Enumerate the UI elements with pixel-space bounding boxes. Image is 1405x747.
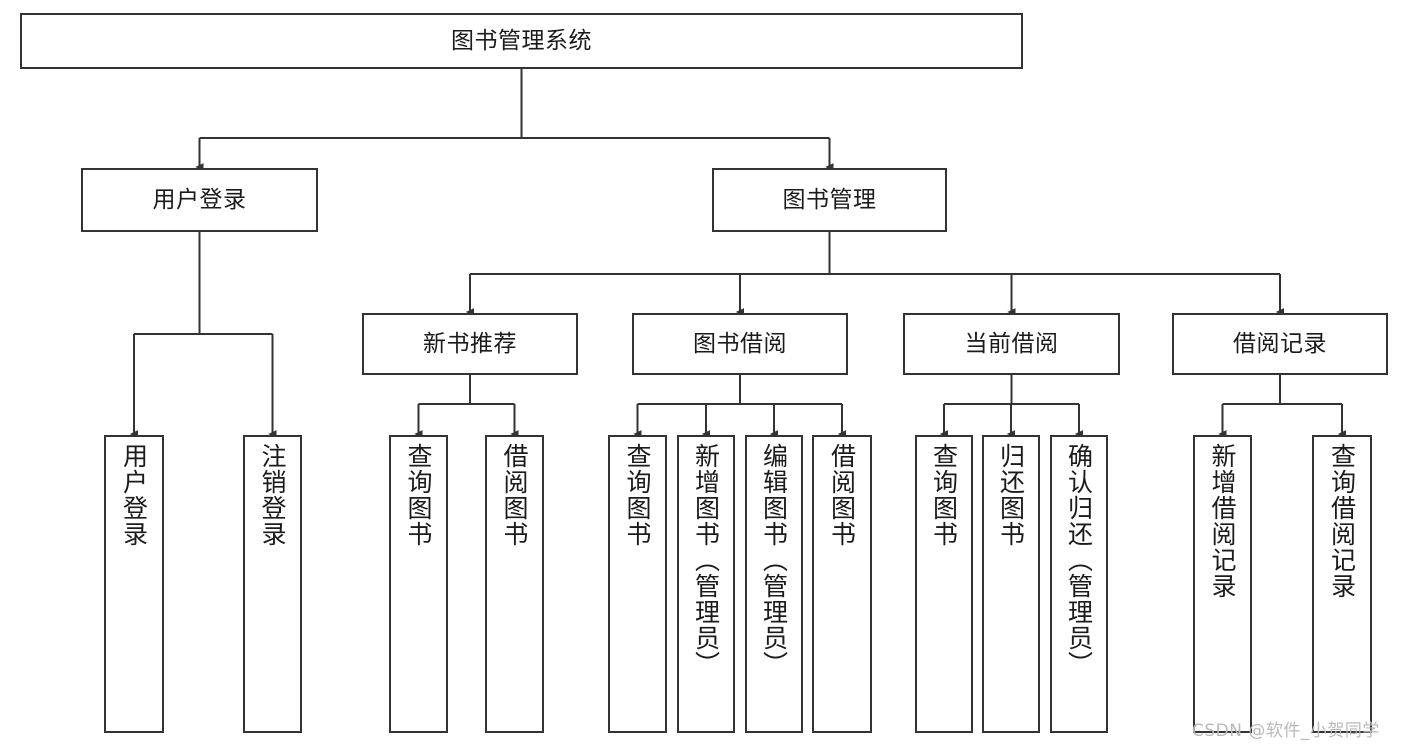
node-records[interactable]: 借阅记录 — [1172, 313, 1388, 375]
node-label: 借阅记录 — [1233, 330, 1327, 357]
node-leaf-logout[interactable]: 注销登录 — [243, 435, 302, 733]
node-login[interactable]: 用户登录 — [81, 168, 318, 232]
node-leaf-confirm-return[interactable]: 确认归还（管理员） — [1050, 435, 1108, 733]
node-label: 新增借阅记录 — [1208, 443, 1237, 599]
node-leaf-query-book-1[interactable]: 查询图书 — [389, 435, 448, 733]
node-label: 用户登录 — [152, 186, 247, 213]
node-label: 编辑图书（管理员） — [759, 443, 789, 677]
node-label: 查询借阅记录 — [1327, 443, 1357, 599]
node-label: 注销登录 — [258, 443, 287, 547]
node-newbook[interactable]: 新书推荐 — [362, 313, 578, 375]
node-leaf-user-login[interactable]: 用户登录 — [104, 435, 164, 733]
node-label: 查询图书 — [929, 443, 959, 547]
node-leaf-add-book[interactable]: 新增图书（管理员） — [677, 435, 735, 733]
node-current[interactable]: 当前借阅 — [903, 313, 1120, 375]
connector-lines — [129, 69, 1347, 438]
node-label: 图书借阅 — [693, 330, 787, 357]
node-label: 查询图书 — [623, 443, 652, 547]
node-label: 图书管理系统 — [451, 27, 592, 54]
node-leaf-query-record[interactable]: 查询借阅记录 — [1312, 435, 1372, 733]
node-label: 确认归还（管理员） — [1064, 443, 1094, 677]
node-leaf-query-book-3[interactable]: 查询图书 — [915, 435, 973, 733]
node-label: 查询图书 — [404, 443, 433, 547]
node-leaf-borrow-book-1[interactable]: 借阅图书 — [485, 435, 544, 733]
node-root[interactable]: 图书管理系统 — [20, 13, 1023, 69]
node-leaf-edit-book[interactable]: 编辑图书（管理员） — [745, 435, 803, 733]
node-leaf-return-book[interactable]: 归还图书 — [982, 435, 1040, 733]
node-bookmgmt[interactable]: 图书管理 — [712, 168, 947, 232]
node-leaf-query-book-2[interactable]: 查询图书 — [608, 435, 667, 733]
node-label: 归还图书 — [996, 443, 1026, 547]
node-label: 借阅图书 — [500, 443, 529, 547]
node-label: 新增图书（管理员） — [691, 443, 721, 677]
node-leaf-add-record[interactable]: 新增借阅记录 — [1193, 435, 1252, 733]
node-label: 新书推荐 — [423, 330, 517, 357]
node-label: 用户登录 — [119, 443, 149, 547]
node-label: 当前借阅 — [964, 330, 1059, 357]
node-borrow[interactable]: 图书借阅 — [632, 313, 848, 375]
node-label: 图书管理 — [782, 186, 877, 213]
watermark: CSDN @软件_小贺同学 — [1192, 721, 1380, 741]
node-leaf-borrow-book-2[interactable]: 借阅图书 — [812, 435, 872, 733]
node-label: 借阅图书 — [827, 443, 857, 547]
